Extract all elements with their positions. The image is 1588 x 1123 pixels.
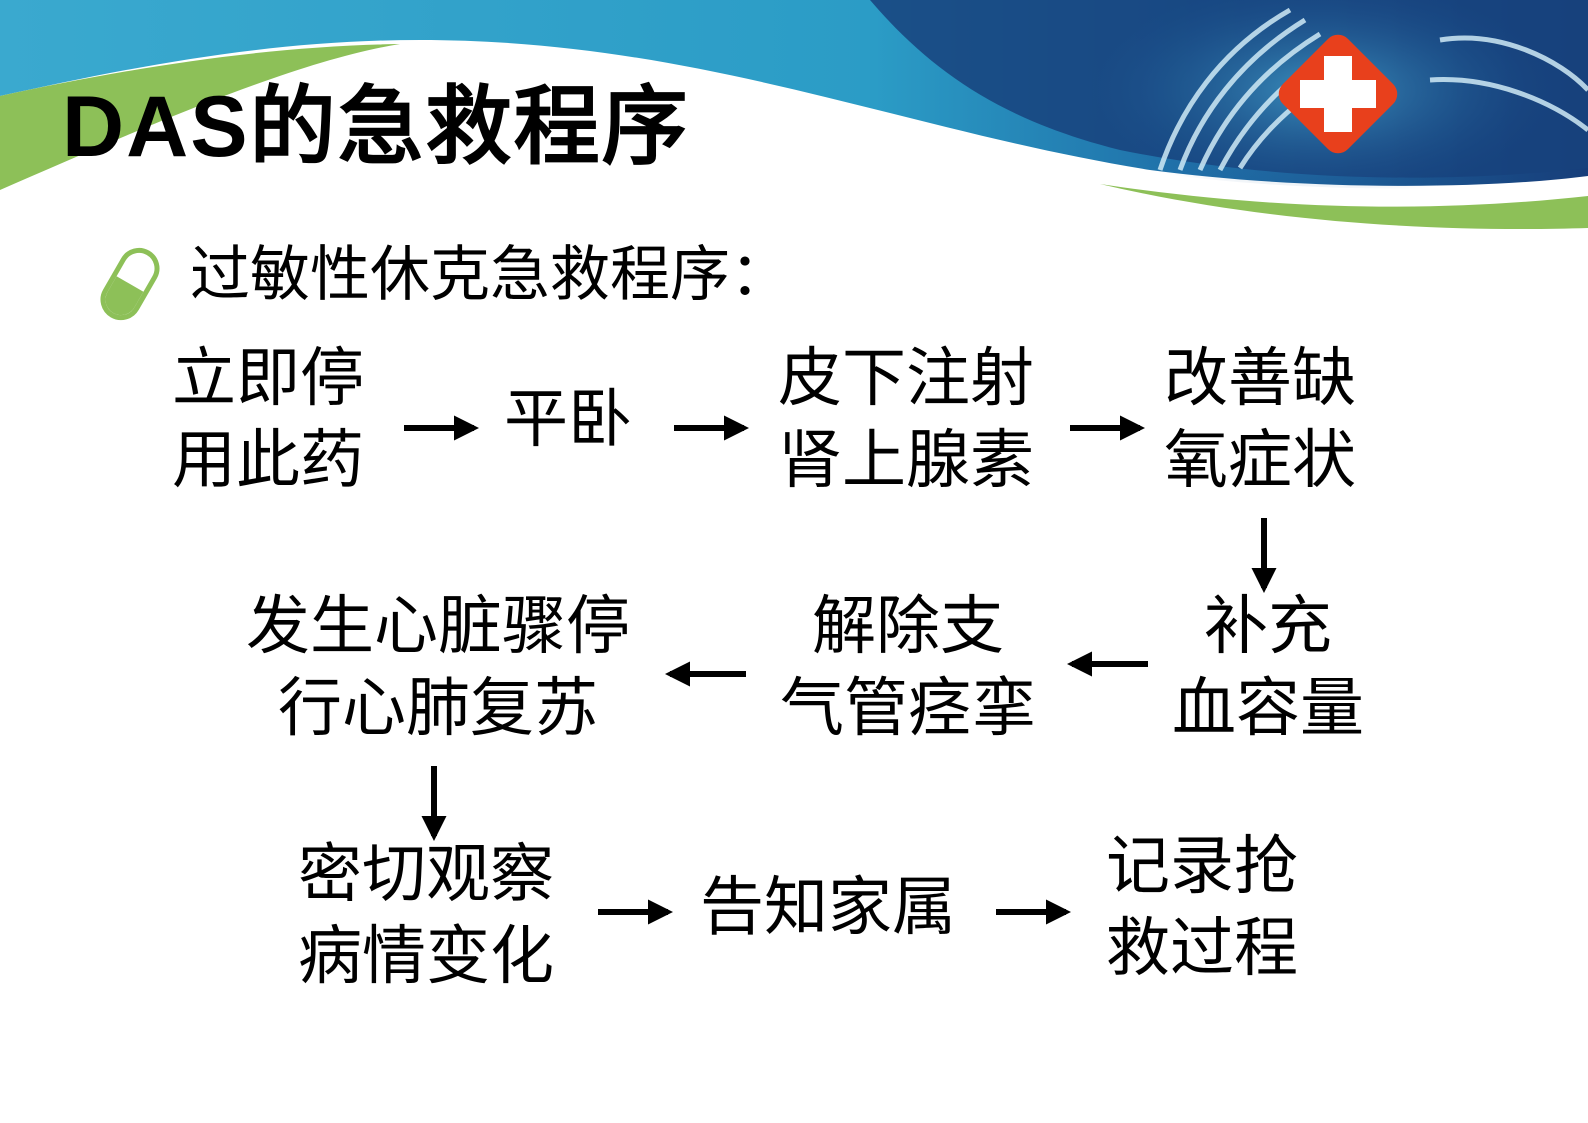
flow-step-line: 补充 bbox=[1204, 590, 1332, 664]
flow-step-line: 记录抢 bbox=[1106, 830, 1298, 904]
header-banner bbox=[0, 0, 1588, 230]
flow-step-line: 立即停 bbox=[172, 342, 364, 416]
flow-step-line: 血容量 bbox=[1172, 672, 1364, 746]
flow-step-s4: 改善缺氧症状 bbox=[1164, 338, 1356, 502]
page-title: DAS的急救程序 bbox=[62, 79, 690, 175]
pill-bullet-icon bbox=[100, 247, 160, 321]
flow-step-line: 气管痉挛 bbox=[780, 672, 1036, 746]
flow-step-s2: 平卧 bbox=[504, 379, 632, 461]
section-heading: 过敏性休克急救程序： bbox=[190, 240, 790, 310]
flow-step-line: 皮下注射 bbox=[778, 342, 1034, 416]
flow-step-line: 平卧 bbox=[504, 383, 632, 457]
flow-step-s8: 密切观察病情变化 bbox=[298, 834, 554, 998]
medical-cross-icon bbox=[1278, 34, 1398, 154]
flow-step-line: 发生心脏骤停 bbox=[246, 590, 630, 664]
flow-step-line: 病情变化 bbox=[298, 920, 554, 994]
flow-step-line: 告知家属 bbox=[700, 871, 956, 945]
flow-step-line: 氧症状 bbox=[1164, 424, 1356, 498]
flow-step-s7: 发生心脏骤停行心肺复苏 bbox=[246, 586, 630, 750]
white-swoosh bbox=[400, 43, 1588, 203]
flow-step-line: 密切观察 bbox=[298, 838, 554, 912]
flow-step-line: 行心肺复苏 bbox=[278, 672, 598, 746]
flow-step-s10: 记录抢救过程 bbox=[1106, 826, 1298, 990]
green-swoosh-right bbox=[1100, 184, 1588, 230]
flow-step-line: 救过程 bbox=[1106, 912, 1298, 986]
flow-step-s3: 皮下注射肾上腺素 bbox=[778, 338, 1034, 502]
flow-step-line: 肾上腺素 bbox=[778, 424, 1034, 498]
flow-step-s5: 补充血容量 bbox=[1172, 586, 1364, 750]
flow-step-line: 用此药 bbox=[172, 424, 364, 498]
flow-step-line: 改善缺 bbox=[1164, 342, 1356, 416]
flow-step-line: 解除支 bbox=[812, 590, 1004, 664]
green-swoosh-left bbox=[0, 44, 400, 190]
flow-step-s6: 解除支气管痉挛 bbox=[780, 586, 1036, 750]
flow-step-s1: 立即停用此药 bbox=[172, 338, 364, 502]
flow-step-s9: 告知家属 bbox=[700, 867, 956, 949]
